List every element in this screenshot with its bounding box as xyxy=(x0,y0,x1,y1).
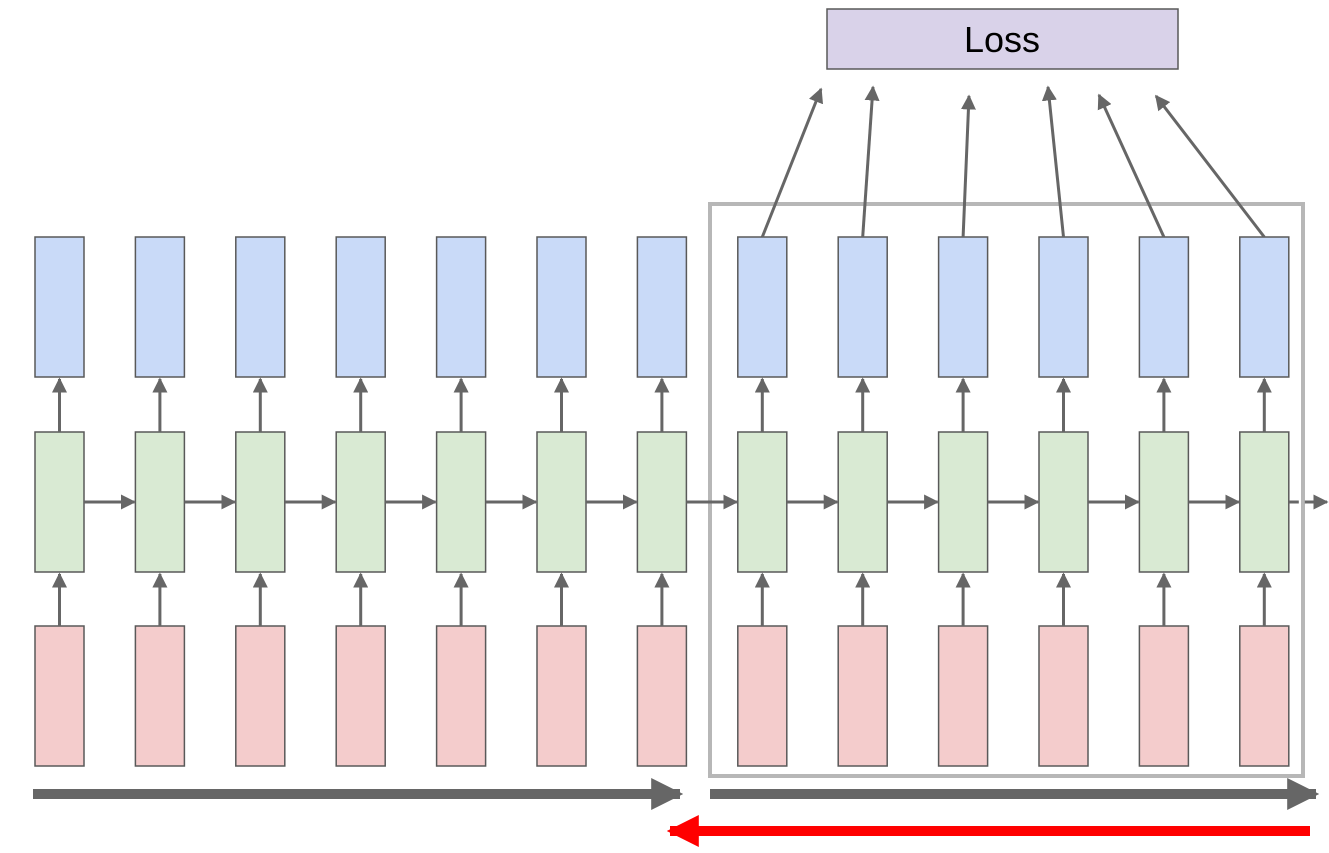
hidden-node xyxy=(34,431,85,573)
input-node xyxy=(937,625,989,767)
timestep-column xyxy=(235,236,286,767)
output-node xyxy=(335,236,386,378)
hidden-node xyxy=(636,431,688,573)
output-node xyxy=(435,236,487,378)
loss-node: Loss xyxy=(826,8,1179,70)
input-node xyxy=(1038,625,1089,767)
timestep-column xyxy=(335,236,386,767)
output-node xyxy=(837,236,888,378)
output-node xyxy=(536,236,587,378)
hidden-node xyxy=(335,431,386,573)
output-node xyxy=(937,236,989,378)
input-node xyxy=(435,625,487,767)
input-node xyxy=(335,625,386,767)
output-to-loss-arrow xyxy=(760,87,823,238)
hidden-node xyxy=(737,431,788,573)
input-node xyxy=(235,625,286,767)
output-node xyxy=(134,236,186,378)
hidden-node xyxy=(1239,431,1290,573)
output-node xyxy=(235,236,286,378)
output-to-loss-arrow xyxy=(1041,85,1065,238)
input-node xyxy=(1138,625,1190,767)
timestep-column xyxy=(1138,236,1190,767)
output-to-loss-arrow xyxy=(1154,94,1266,238)
input-node xyxy=(1239,625,1290,767)
loss-arrows xyxy=(760,85,1266,238)
input-node xyxy=(34,625,85,767)
timestep-columns xyxy=(34,236,1290,767)
timestep-column xyxy=(1239,236,1290,767)
input-node xyxy=(134,625,186,767)
output-node xyxy=(636,236,688,378)
input-node xyxy=(837,625,888,767)
output-node xyxy=(737,236,788,378)
timestep-column xyxy=(636,236,688,767)
timestep-column xyxy=(837,236,888,767)
output-to-loss-arrow xyxy=(1097,93,1166,238)
timestep-column xyxy=(536,236,587,767)
output-node xyxy=(1239,236,1290,378)
hidden-node xyxy=(435,431,487,573)
timestep-column xyxy=(435,236,487,767)
output-node xyxy=(34,236,85,378)
hidden-node xyxy=(536,431,587,573)
loss-label: Loss xyxy=(964,19,1040,60)
output-node xyxy=(1138,236,1190,378)
hidden-node xyxy=(937,431,989,573)
timestep-column xyxy=(1038,236,1089,767)
timestep-column xyxy=(134,236,186,767)
input-node xyxy=(536,625,587,767)
timestep-column xyxy=(737,236,788,767)
output-to-loss-arrow xyxy=(861,85,880,238)
truncation-window xyxy=(708,202,1305,778)
input-node xyxy=(636,625,688,767)
input-node xyxy=(737,625,788,767)
output-node xyxy=(1038,236,1089,378)
hidden-node xyxy=(1138,431,1190,573)
output-to-loss-arrow xyxy=(960,94,976,238)
hidden-node xyxy=(837,431,888,573)
hidden-node xyxy=(1038,431,1089,573)
timestep-column xyxy=(34,236,85,767)
hidden-node xyxy=(235,431,286,573)
hidden-node xyxy=(134,431,186,573)
timestep-column xyxy=(937,236,989,767)
